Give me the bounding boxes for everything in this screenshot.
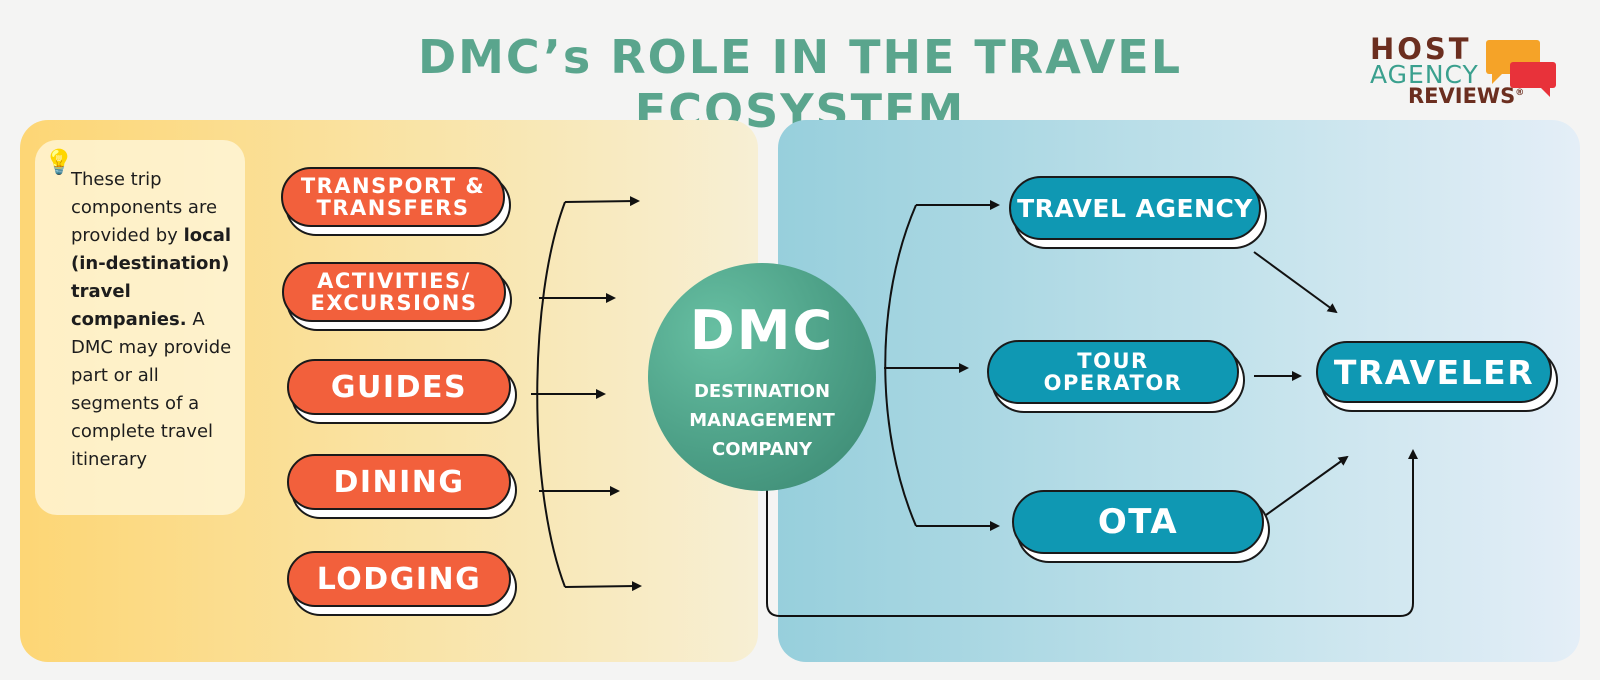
component-dining: DINING	[287, 454, 511, 510]
info-note: 💡 These trip components are provided by …	[35, 140, 245, 515]
component-transport: TRANSPORT & TRANSFERS	[281, 167, 505, 227]
lightbulb-icon: 💡	[44, 148, 74, 176]
dmc-full-name: DESTINATION MANAGEMENT COMPANY	[689, 381, 835, 460]
host-agency-reviews-logo: HOST AGENCY REVIEWS®	[1370, 32, 1570, 112]
channel-tour-operator: TOUR OPERATOR	[987, 340, 1239, 404]
channel-ota: OTA	[1012, 490, 1264, 554]
arrow-transport	[564, 196, 640, 207]
channel-travel-agency: TRAVEL AGENCY	[1009, 176, 1261, 240]
arrow-lodging	[564, 581, 642, 592]
logo-line-agency: AGENCY	[1370, 60, 1479, 89]
info-note-text: These trip components are provided by lo…	[71, 169, 232, 470]
logo-line-reviews: REVIEWS®	[1408, 84, 1525, 108]
component-activities: ACTIVITIES/ EXCURSIONS	[282, 262, 506, 322]
arrow-dmc-direct-traveler	[766, 449, 1418, 617]
dmc-circle: DMC DESTINATION MANAGEMENT COMPANY	[648, 263, 876, 491]
arrow-ota-traveler	[1265, 455, 1349, 516]
page-title: DMC’s ROLE IN THE TRAVEL ECOSYSTEM	[417, 30, 1183, 138]
logo-line-host: HOST	[1370, 32, 1472, 66]
component-guides: GUIDES	[287, 359, 511, 415]
arrow-agency-traveler	[1253, 251, 1338, 314]
right-bracket-curve	[884, 204, 917, 527]
traveler-node: TRAVELER	[1316, 341, 1552, 403]
speech-bubble-red-icon	[1510, 62, 1556, 97]
dmc-acronym: DMC	[689, 299, 835, 362]
component-lodging: LODGING	[287, 551, 511, 607]
